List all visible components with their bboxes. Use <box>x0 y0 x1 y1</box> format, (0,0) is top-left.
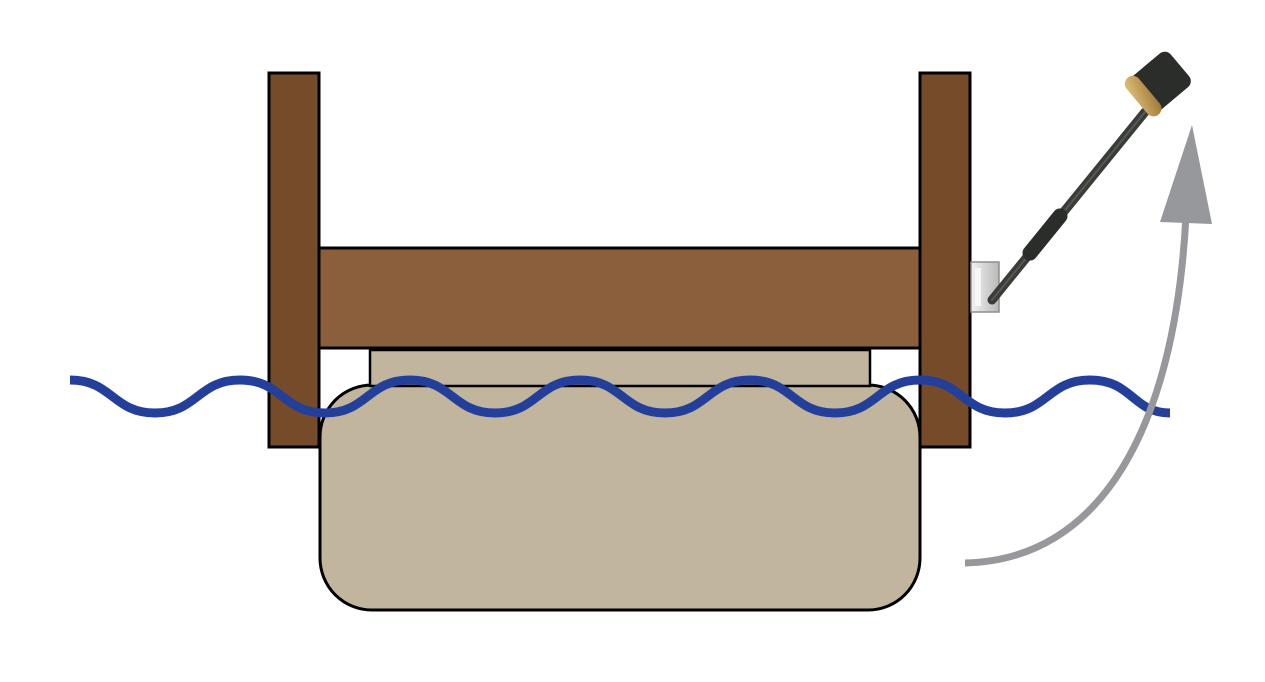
left-post <box>267 71 321 449</box>
float-pontoon <box>318 383 922 612</box>
lever-handle-icon <box>987 51 1191 305</box>
dock-beam <box>316 246 923 350</box>
curved-arrow-up-icon <box>964 125 1212 567</box>
lever-bracket <box>970 261 1000 313</box>
water-wave-icon <box>69 375 1171 418</box>
float-top-pad <box>368 348 872 388</box>
